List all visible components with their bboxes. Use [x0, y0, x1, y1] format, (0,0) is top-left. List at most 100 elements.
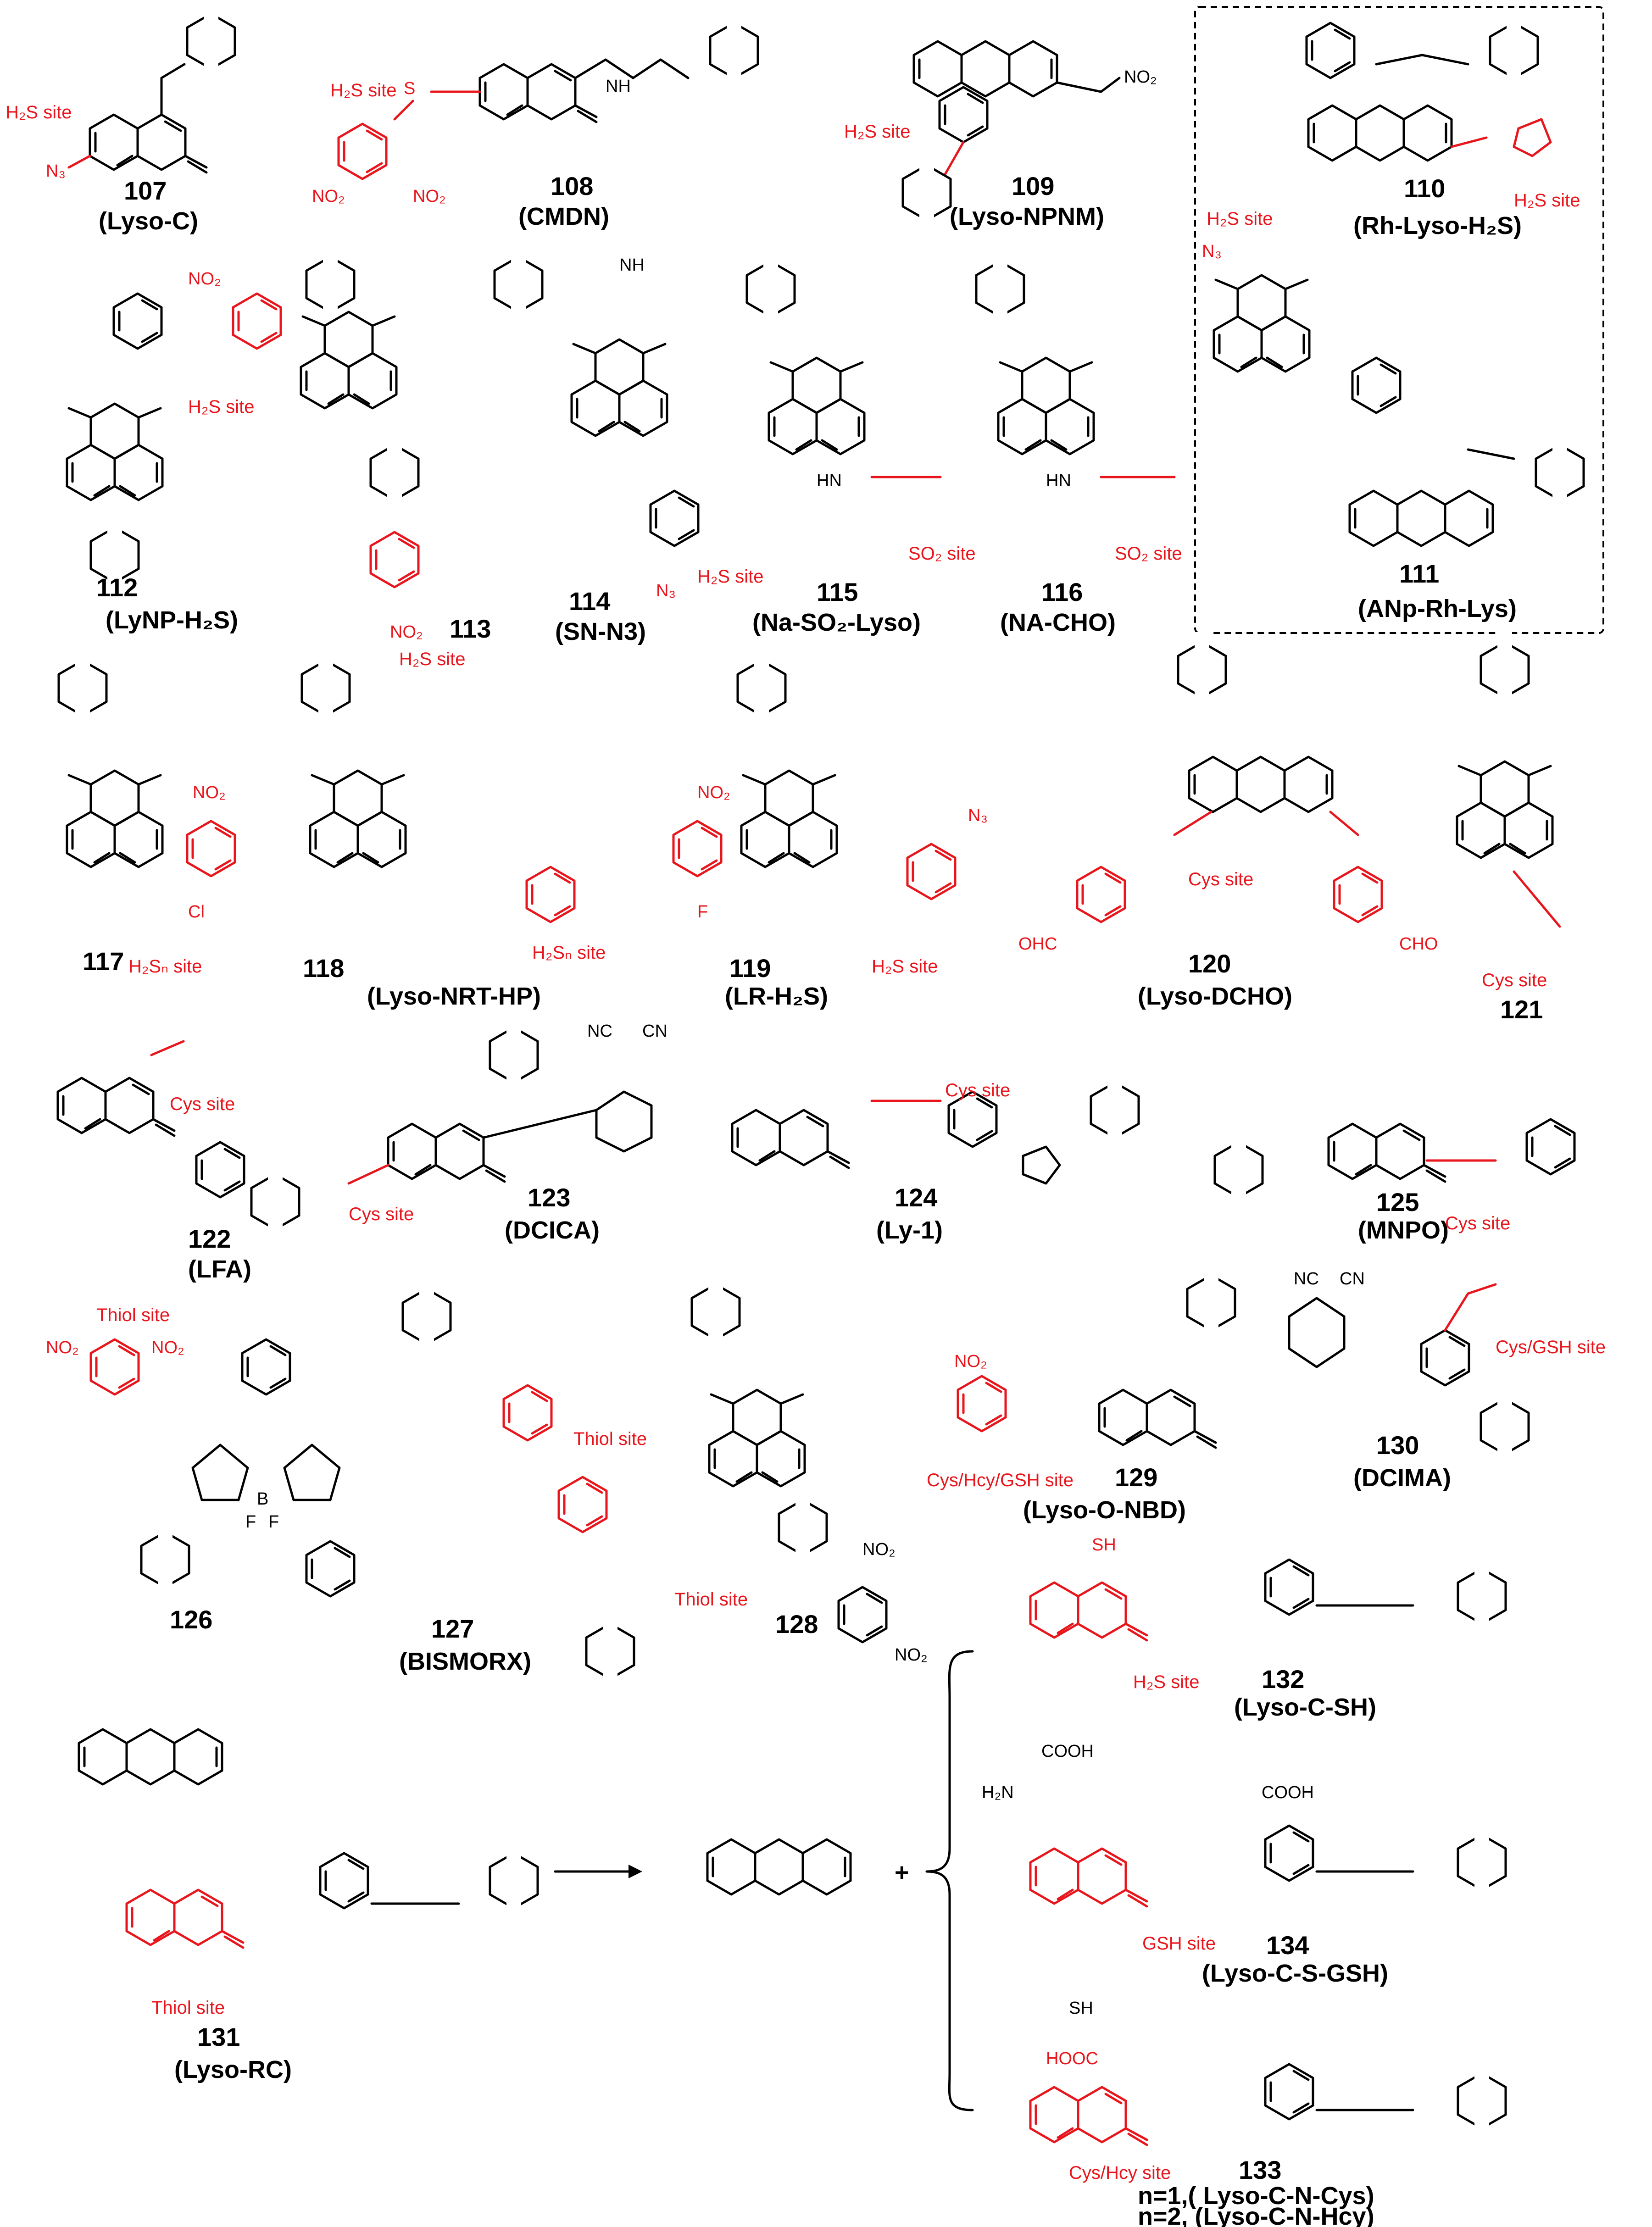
compound-number: 125: [1376, 1188, 1419, 1216]
site-label: H₂Sₙ site: [128, 956, 202, 977]
site-label: H₂S site: [1514, 190, 1580, 211]
compound-number: 124: [895, 1183, 937, 1212]
compound-name: (Lyso-O-NBD): [1023, 1496, 1186, 1524]
plus-sign: +: [895, 1859, 909, 1886]
compound-name: (Rh-Lyso-H₂S): [1353, 212, 1522, 239]
compound-name: (Lyso-DCHO): [1138, 983, 1292, 1010]
compound-125: Cys site 125 (MNPO): [1215, 1119, 1574, 1244]
compound-number: 111: [1399, 559, 1439, 588]
compound-number: 120: [1188, 949, 1231, 978]
atom-label: HN: [1046, 471, 1071, 490]
atom-label: CHO: [1399, 934, 1438, 954]
compound-131: Thiol site 131 (Lyso-RC): [79, 1729, 538, 2083]
site-label: H₂Sₙ site: [532, 943, 606, 963]
brace: [925, 1650, 974, 2111]
atom-label: NO₂: [1124, 67, 1157, 87]
atom-label: NO₂: [895, 1645, 928, 1665]
compound-128: NO₂ NO₂ Thiol site 128: [674, 1274, 928, 1665]
atom-label: OHC: [1018, 934, 1057, 954]
compound-number: 132: [1262, 1665, 1304, 1694]
compound-number: 128: [775, 1610, 818, 1638]
compound-number: 109: [1012, 172, 1054, 200]
compound-name: (Lyso-NRT-HP): [367, 983, 541, 1010]
compound-129: NO₂ Cys/Hcy/GSH site 129 (Lyso-O-NBD): [927, 1265, 1235, 1524]
atom-label: S: [404, 79, 415, 98]
compound-number: 121: [1500, 995, 1543, 1024]
site-label: H₂S site: [1133, 1672, 1199, 1692]
compound-number: 133: [1239, 2155, 1281, 2184]
site-label: Cys/Hcy/GSH site: [927, 1470, 1074, 1490]
compound-117: NO₂ Cl 117 H₂Sₙ site: [59, 650, 235, 977]
compound-number: 117: [83, 947, 124, 976]
compound-number: 126: [170, 1605, 212, 1634]
compound-name: (LFA): [188, 1255, 251, 1283]
compound-name: (Lyso-C): [99, 207, 198, 235]
compound-number: 119: [729, 954, 771, 983]
atom-label: SH: [1092, 1535, 1116, 1555]
atom-label: NO₂: [862, 1540, 896, 1559]
atom-label: NO₂: [46, 1338, 79, 1357]
compound-number: 129: [1115, 1463, 1157, 1492]
compound-109: NO₂ H₂S site 109 (Lyso-NPNM): [844, 41, 1157, 230]
highlight-box: [1194, 6, 1604, 634]
atom-label: B: [257, 1489, 268, 1509]
compound-name: (MNPO): [1358, 1216, 1449, 1244]
compound-134: COOH H₂N COOH GSH site 134 (Lyso-C-S-GSH…: [982, 1742, 1506, 1987]
site-label: H₂S site: [188, 397, 254, 417]
compound-110: H₂S site H₂S site 110 (Rh-Lyso-H₂S): [1207, 13, 1580, 239]
compound-number: 115: [817, 578, 858, 606]
site-label: SO₂ site: [908, 544, 976, 564]
site-label: H₂S site: [1207, 209, 1273, 229]
compound-number: 107: [124, 176, 167, 205]
site-label: H₂S site: [697, 566, 763, 587]
note-n2: n=2, (Lyso-C-N-Hcy): [1138, 2203, 1374, 2227]
atom-label: F: [697, 902, 708, 922]
compound-118: NO₂ F H₂Sₙ site 118 (Lyso-NRT-HP): [302, 650, 730, 1010]
compound-number: 131: [197, 2022, 240, 2051]
site-label: Thiol site: [674, 1589, 748, 1610]
compound-name: (Ly-1): [876, 1216, 943, 1244]
atom-label: COOH: [1262, 1783, 1314, 1802]
compound-name: (Lyso-RC): [174, 2056, 292, 2083]
reaction-arrow: [554, 1865, 642, 1878]
atom-label: N₃: [46, 161, 66, 181]
site-label: Cys site: [1445, 1213, 1510, 1233]
compound-number: 113: [450, 614, 491, 643]
atom-label: CN: [1340, 1269, 1365, 1288]
site-label: Cys site: [1188, 869, 1253, 889]
atom-label: Cl: [188, 902, 205, 922]
site-label: H₂S site: [872, 956, 938, 977]
compound-name: (ANp-Rh-Lys): [1358, 595, 1517, 622]
compound-name: (LR-H₂S): [725, 983, 828, 1010]
atom-label: NO₂: [954, 1352, 987, 1371]
compound-115: HN SO₂ site 115 (Na-SO₂-Lyso): [747, 251, 976, 636]
compound-number: 127: [431, 1614, 474, 1643]
compound-107: H₂S site N₃ 107 (Lyso-C): [6, 4, 235, 235]
compound-name: (LyNP-H₂S): [106, 606, 238, 634]
atom-label: HN: [817, 471, 842, 490]
site-label: H₂S site: [399, 649, 465, 669]
compound-121: Cys site 121: [1457, 632, 1561, 1024]
site-label: Cys site: [1482, 970, 1547, 990]
compound-123: NC CN Cys site 123 (DCICA): [347, 1017, 667, 1244]
compound-116: HN SO₂ site 116 (NA-CHO): [976, 251, 1182, 636]
compound-number: 122: [188, 1224, 231, 1253]
site-label: Thiol site: [96, 1305, 170, 1325]
compound-120: OHC CHO Cys site 120 (Lyso-DCHO): [1018, 632, 1438, 1010]
compound-number: 108: [551, 172, 593, 200]
site-label: GSH site: [1142, 1933, 1216, 1954]
compound-name: (DCIMA): [1353, 1464, 1451, 1492]
atom-label: NO₂: [188, 269, 221, 289]
compound-name: (DCICA): [505, 1216, 600, 1244]
site-label: H₂S site: [6, 102, 72, 122]
compound-127: Thiol site 127 (BISMORX): [399, 1279, 647, 1688]
atom-label: H₂N: [982, 1783, 1014, 1802]
compound-number: 116: [1041, 578, 1083, 606]
compound-number: 110: [1404, 174, 1445, 203]
atom-label: NH: [619, 255, 645, 275]
site-label: Thiol site: [151, 1998, 225, 2018]
compound-126: Thiol site NO₂ NO₂ F F B 126: [46, 1305, 354, 1634]
site-label: Cys site: [349, 1204, 414, 1224]
atom-label: SH: [1069, 1999, 1093, 2018]
atom-label: F: [245, 1512, 256, 1532]
